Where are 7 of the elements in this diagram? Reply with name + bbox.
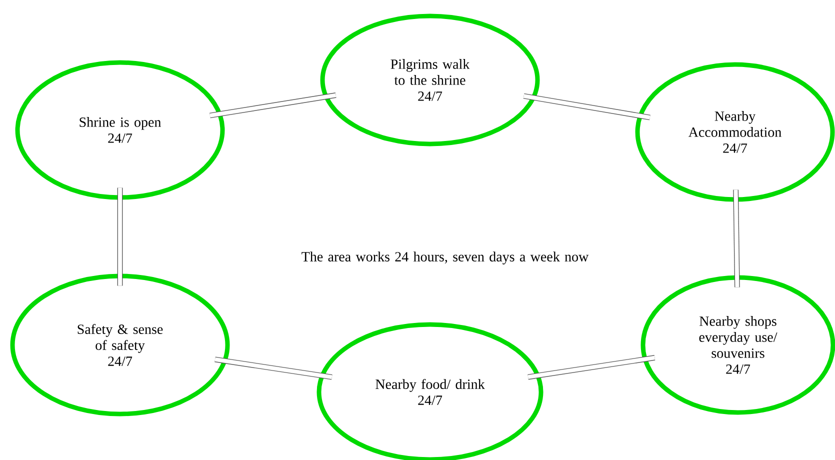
chain-link xyxy=(117,188,123,286)
chain-link xyxy=(733,190,740,288)
chain-link xyxy=(210,92,336,118)
center-note: The area works 24 hours, seven days a week now xyxy=(302,252,589,264)
chain-link xyxy=(214,356,332,380)
chain-link xyxy=(523,93,650,120)
chain-link xyxy=(528,355,656,380)
